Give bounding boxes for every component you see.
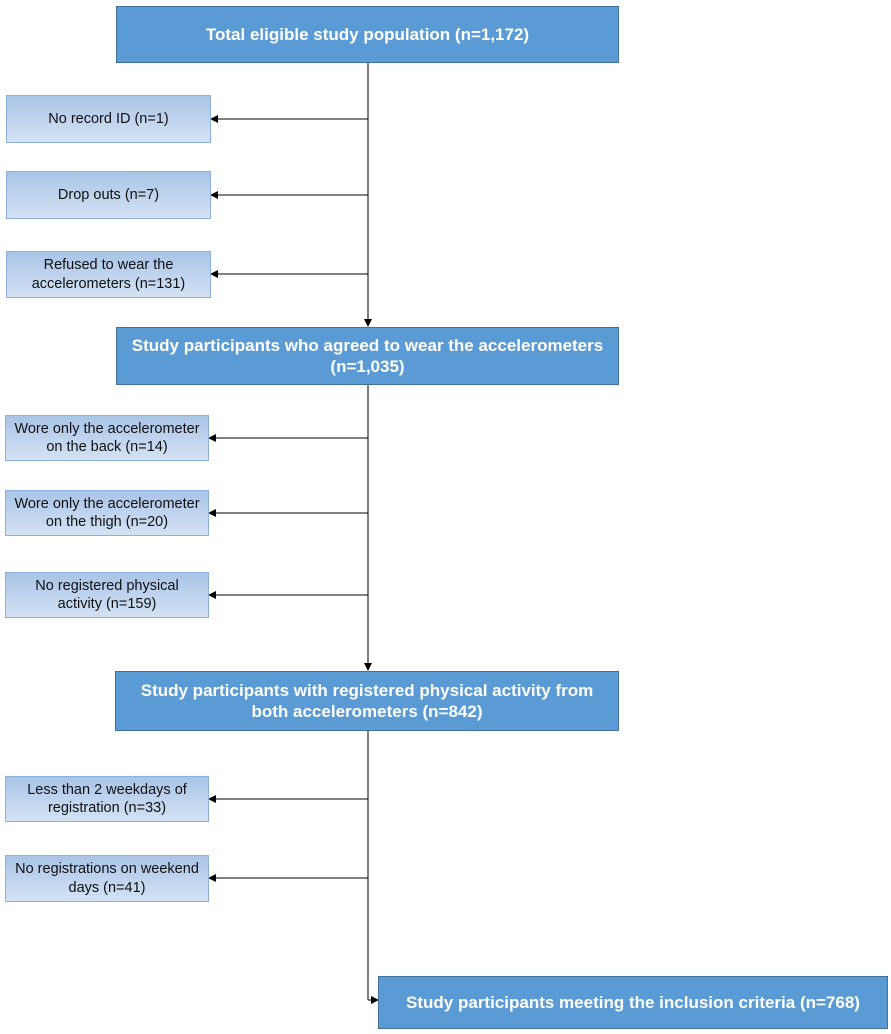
exclusion-label: Refused to wear the accelerometers (n=13… [31, 257, 186, 292]
inclusion-criteria-label: Study participants meeting the inclusion… [406, 992, 860, 1012]
exclusion-label: No record ID (n=1) [48, 110, 169, 127]
exclusion-label: Drop outs (n=7) [57, 186, 160, 203]
exclusion-label: Wore only the accelerometer on the thigh… [14, 495, 200, 530]
exclusion-label: No registrations on weekend days (n=41) [15, 861, 199, 896]
inclusion-criteria-box: Study participants meeting the inclusion… [378, 976, 888, 1029]
exclusion-label: Wore only the accelerometer on the back … [14, 420, 200, 455]
exclusion-box-no-activity: No registered physical activity (n=159) [5, 572, 209, 618]
agreed-participants-label: Study participants who agreed to wear th… [131, 335, 604, 376]
total-population-label: Total eligible study population (n=1,172… [205, 24, 530, 44]
exclusion-box-drop-outs: Drop outs (n=7) [6, 171, 211, 219]
exclusion-box-back-only: Wore only the accelerometer on the back … [5, 415, 209, 461]
registered-activity-box: Study participants with registered physi… [115, 671, 619, 731]
exclusion-box-thigh-only: Wore only the accelerometer on the thigh… [5, 490, 209, 536]
agreed-participants-box: Study participants who agreed to wear th… [116, 327, 619, 385]
exclusion-box-refused: Refused to wear the accelerometers (n=13… [6, 251, 211, 298]
exclusion-box-weekend: No registrations on weekend days (n=41) [5, 855, 209, 902]
exclusion-label: No registered physical activity (n=159) [35, 577, 179, 612]
exclusion-box-weekdays: Less than 2 weekdays of registration (n=… [5, 776, 209, 822]
exclusion-box-no-record-id: No record ID (n=1) [6, 95, 211, 143]
total-population-box: Total eligible study population (n=1,172… [116, 6, 619, 63]
exclusion-label: Less than 2 weekdays of registration (n=… [27, 781, 187, 816]
registered-activity-label: Study participants with registered physi… [140, 680, 594, 721]
